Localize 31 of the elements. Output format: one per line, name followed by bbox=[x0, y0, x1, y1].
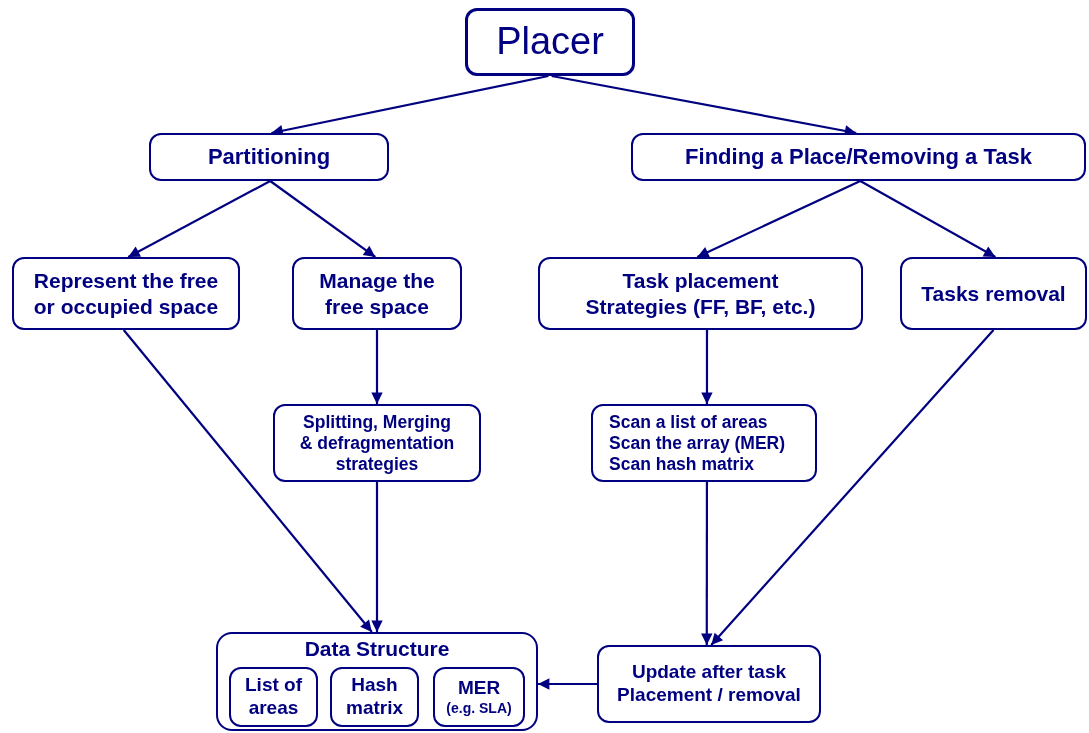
node-label: Tasks removal bbox=[921, 280, 1066, 307]
node-label: Manage the free space bbox=[318, 268, 436, 319]
process-box bbox=[292, 257, 462, 330]
process-box bbox=[597, 645, 821, 723]
process-box bbox=[330, 667, 419, 727]
group-box bbox=[216, 632, 538, 731]
node-label: Splitting, Merging & defragmentation strategies bbox=[298, 411, 456, 475]
node-label: Scan the array (MER) bbox=[609, 432, 786, 454]
node-label: MER bbox=[457, 677, 501, 700]
process-box bbox=[12, 257, 240, 330]
node-label: List of areas bbox=[244, 674, 303, 720]
node-label: Partitioning bbox=[207, 143, 331, 171]
process-box bbox=[538, 257, 863, 330]
process-box bbox=[229, 667, 318, 727]
root-box bbox=[465, 8, 635, 76]
node-label: Scan hash matrix bbox=[609, 453, 754, 475]
node-label: (e.g. SLA) bbox=[446, 700, 512, 717]
node-label: Hash matrix bbox=[345, 674, 404, 720]
process-box bbox=[149, 133, 389, 181]
process-box bbox=[900, 257, 1087, 330]
process-box bbox=[433, 667, 525, 727]
group-heading: Data Structure bbox=[304, 636, 450, 662]
node-label: Represent the free or occupied space bbox=[32, 268, 220, 319]
node-label: Finding a Place/Removing a Task bbox=[685, 143, 1032, 171]
node-label: Scan a list of areas bbox=[609, 411, 768, 433]
process-box bbox=[273, 404, 481, 482]
node-label: Task placement Strategies (FF, BF, etc.) bbox=[584, 268, 817, 319]
process-box bbox=[631, 133, 1086, 181]
node-label: Placer bbox=[496, 19, 604, 65]
process-box bbox=[591, 404, 817, 482]
node-label: Update after task Placement / removal bbox=[616, 661, 802, 707]
